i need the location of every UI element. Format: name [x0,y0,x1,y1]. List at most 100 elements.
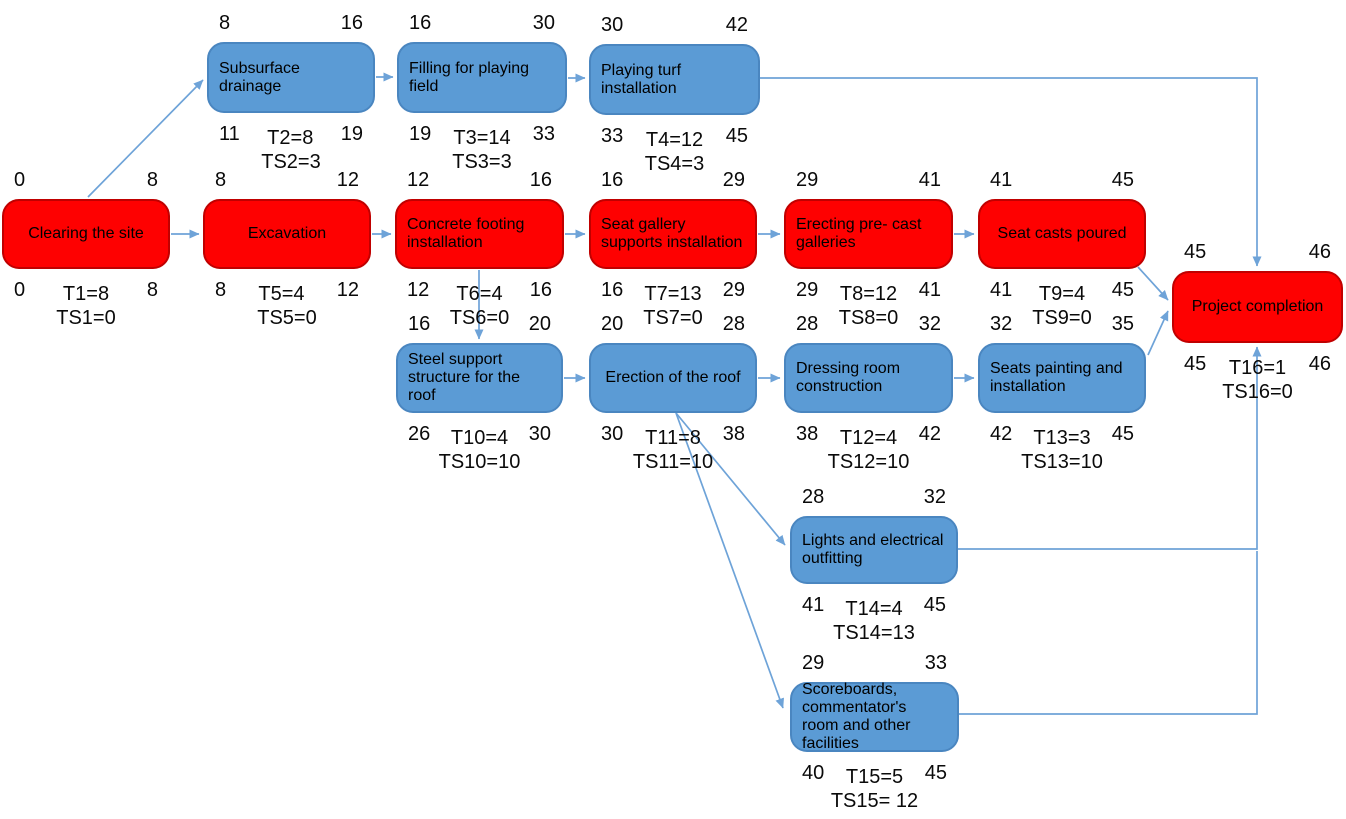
late-finish-value: 19 [340,123,363,145]
late-finish-value: 45 [924,762,947,784]
slack-label: TS14=13 [833,622,915,644]
late-start-value: 42 [990,423,1013,445]
dependency-arrow [1137,266,1169,301]
dependency-arrow [760,77,1262,267]
slack-row: TS8=0 [784,306,953,330]
activity-node-5[interactable]: Excavation [203,199,371,269]
late-finish-value: 12 [336,279,359,301]
duration-label: T15=5 [845,766,904,788]
activity-node-2[interactable]: Subsurface drainage [207,42,375,113]
duration-label: T4=12 [645,129,704,151]
late-finish-value: 45 [1111,279,1134,301]
activity-node-1[interactable]: Clearing the site [2,199,170,269]
late-start-value: 19 [409,123,432,145]
early-finish-value: 33 [924,652,947,674]
slack-row: TS3=3 [397,150,567,174]
activity-node-8[interactable]: Erecting pre- cast galleries [784,199,953,269]
late-finish-value: 45 [1111,423,1134,445]
dependency-arrow [959,551,1258,715]
early-times-row: 28 32 [790,485,958,509]
duration-label: T14=4 [845,598,903,620]
activity-label: Dressing room construction [796,360,901,395]
early-times-row: 12 16 [395,168,564,192]
slack-label: TS12=10 [827,451,910,473]
early-times-row: 8 12 [203,168,371,192]
activity-node-3[interactable]: Filling for playing field [397,42,567,113]
slack-row: TS9=0 [978,306,1146,330]
slack-label: TS15= 12 [830,790,919,812]
late-times-row: 0 T1=8 8 [2,278,170,306]
slack-row: TS7=0 [589,306,757,330]
late-start-value: 12 [407,279,430,301]
activity-label: Playing turf installation [601,61,682,97]
activity-node-15[interactable]: Scoreboards, commentator's room and othe… [790,681,959,752]
late-start-value: 41 [990,279,1013,301]
activity-node-14[interactable]: Lights and electrical outfitting [790,516,958,584]
duration-label: T6=4 [456,283,503,305]
slack-label: TS4=3 [644,153,705,175]
activity-node-6[interactable]: Concrete footing installation [395,199,564,269]
early-start-value: 41 [990,169,1013,191]
slack-row: TS1=0 [2,306,170,330]
activity-node-10[interactable]: Steel support structure for the roof [396,343,563,413]
activity-node-13[interactable]: Seats painting and installation [978,343,1146,413]
activity-label: Subsurface drainage [219,59,300,95]
duration-label: T2=8 [267,127,314,149]
duration-label: T10=4 [450,427,509,449]
slack-row: TS10=10 [396,450,563,474]
late-times-row: 42 T13=3 45 [978,422,1146,450]
activity-node-16[interactable]: Project completion [1172,271,1343,343]
duration-label: T1=8 [62,283,110,305]
late-finish-value: 33 [532,123,555,145]
early-finish-value: 16 [529,169,552,191]
early-finish-value: 32 [923,486,946,508]
early-finish-value: 45 [1111,169,1134,191]
early-finish-value: 41 [918,169,941,191]
activity-node-7[interactable]: Seat gallery supports installation [589,199,757,269]
activity-label: Excavation [247,225,327,242]
late-start-value: 0 [14,279,26,301]
early-start-value: 28 [802,486,825,508]
early-times-row: 29 41 [784,168,953,192]
early-start-value: 8 [215,169,227,191]
slack-label: TS3=3 [452,151,512,173]
early-times-row: 41 45 [978,168,1146,192]
late-start-value: 41 [802,594,825,616]
late-finish-value: 29 [722,279,745,301]
early-start-value: 12 [407,169,430,191]
activity-label: Steel support structure for the roof [408,351,521,404]
activity-node-12[interactable]: Dressing room construction [784,343,953,413]
early-start-value: 29 [796,169,819,191]
dependency-arrow [958,346,1262,550]
activity-label: Erecting pre- cast galleries [796,216,922,251]
dependency-arrow [87,79,204,198]
early-finish-value: 12 [336,169,359,191]
activity-label: Scoreboards, commentator's room and othe… [802,681,911,752]
activity-label: Erection of the roof [605,369,741,386]
slack-label: TS9=0 [1032,307,1092,329]
early-start-value: 16 [601,169,624,191]
duration-label: T12=4 [839,427,898,449]
activity-label: Project completion [1191,298,1324,315]
early-start-value: 16 [408,313,431,335]
duration-label: T13=3 [1033,427,1091,449]
activity-node-4[interactable]: Playing turf installation [589,44,760,115]
late-finish-value: 16 [529,279,552,301]
activity-node-9[interactable]: Seat casts poured [978,199,1146,269]
early-finish-value: 16 [340,12,363,34]
activity-node-11[interactable]: Erection of the roof [589,343,757,413]
late-start-value: 8 [215,279,227,301]
late-finish-value: 8 [146,279,158,301]
